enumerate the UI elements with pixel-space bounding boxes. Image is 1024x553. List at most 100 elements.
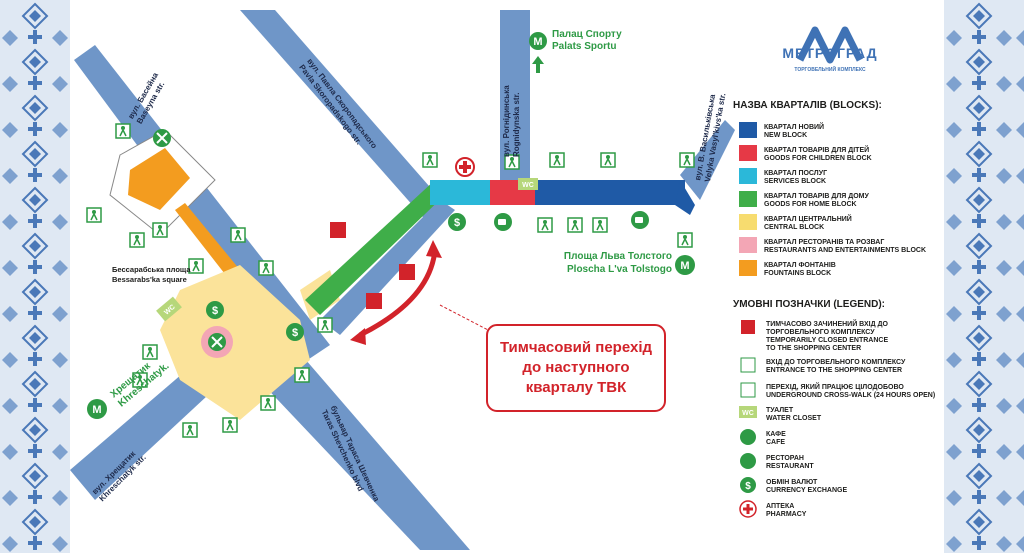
road-shevchenka [240, 330, 470, 550]
legend-item-text: UNDERGROUND CROSS-WALK (24 HOURS OPEN) [766, 392, 935, 399]
svg-text:$: $ [212, 305, 218, 317]
svg-text:WC: WC [742, 410, 754, 417]
entrance-icon [188, 258, 204, 274]
svg-text:$: $ [454, 217, 460, 229]
entrance-icon [152, 222, 168, 238]
wc-label-central: WC [156, 296, 182, 322]
fountains-block [109, 129, 240, 278]
road-rohnidynska [500, 10, 530, 190]
block-swatch [739, 122, 757, 138]
entrance-icon [600, 152, 616, 168]
svg-text:вул. Рогнідинська: вул. Рогнідинська [502, 85, 511, 157]
transition-arrow-head-bottom [350, 328, 366, 345]
entrances [86, 123, 695, 438]
road-khreshchatyk-diagonal [74, 45, 330, 365]
entrance-icon [142, 344, 158, 360]
street-rohnidynska: вул. Рогнідинська Rognidynska str. [502, 85, 521, 157]
entrance-icon [537, 217, 553, 233]
entrance-icon [260, 395, 276, 411]
bessarabska-square-label: Бессарабська площа Bessarabs'ka square [112, 265, 191, 284]
block-name-ua: КВАРТАЛ ТОВАРІВ ДЛЯ ДОМУ [764, 193, 870, 200]
entrance-icon [129, 232, 145, 248]
entrance-icon [679, 152, 695, 168]
callout-leader [439, 304, 489, 331]
svg-text:M: M [680, 260, 689, 272]
cafe-icon [740, 429, 756, 445]
legend-item-text: ENTRANCE TO THE SHOPPING CENTER [766, 367, 902, 374]
transition-callout: Тимчасовий перехід до наступного квартал… [486, 324, 666, 412]
new-block-end [675, 180, 695, 215]
lva-tolstoho-ua: Площа Льва Толстого [564, 251, 672, 262]
legend-item-text: ТОРГОВЕЛЬНОГО КОМПЛЕКСУ [766, 329, 875, 336]
legend-item-text: CURRENCY EXCHANGE [766, 487, 847, 494]
entrance-icon [677, 232, 693, 248]
legend-item: ТИМЧАСОВО ЗАЧИНЕНИЙ ВХІД ДОТОРГОВЕЛЬНОГО… [741, 319, 888, 352]
entrance-icon [222, 417, 238, 433]
restaurant-icon [208, 333, 226, 351]
legend-item-text: PHARMACY [766, 511, 807, 518]
closed-entrance-icon [741, 320, 755, 334]
block-name-ua: КВАРТАЛ НОВИЙ [764, 122, 824, 131]
entrance-icon [182, 422, 198, 438]
entrance-icon [504, 154, 520, 170]
currency-icon: $ [286, 323, 304, 341]
legend-item-text: ТУАЛЕТ [766, 407, 794, 414]
entrance-icon [132, 372, 148, 388]
legend-item-text: ВХІД ДО ТОРГОВЕЛЬНОГО КОМПЛЕКСУ [766, 359, 906, 366]
block-name-ua: КВАРТАЛ ЦЕНТРАЛЬНИЙ [764, 214, 852, 223]
legend-item-text: RESTAURANT [766, 463, 814, 470]
closed-entrance-icon [330, 222, 415, 309]
wc-label-top: WC [518, 178, 538, 190]
legend-item-text: РЕСТОРАН [766, 455, 804, 462]
legend-item-text: CAFE [766, 439, 785, 446]
central-block-area [160, 265, 310, 420]
road-skoropadskoho [240, 10, 450, 225]
transition-arrow [358, 249, 438, 338]
legend-item-text: TO THE SHOPPING CENTER [766, 345, 861, 352]
metro-palats-sportu: M Палац Спорту Palats Sportu [529, 29, 622, 73]
block-name-en: SERVICES BLOCK [764, 178, 826, 185]
block-name-ua: КВАРТАЛ ТОВАРІВ ДЛЯ ДІТЕЙ [764, 145, 869, 154]
cafe-icon [631, 211, 649, 229]
svg-text:вул. Павла Скоропадського: вул. Павла Скоропадського [305, 57, 379, 151]
road-connector [320, 200, 455, 335]
wc-icon: WC [739, 406, 757, 418]
svg-text:M: M [533, 36, 542, 48]
svg-text:M: M [92, 404, 101, 416]
legend-item-text: TEMPORARILY CLOSED ENTRANCE [766, 337, 888, 344]
road-vasylkivska [680, 120, 735, 200]
svg-text:$: $ [292, 327, 298, 339]
transition-arrow-head-top [426, 240, 442, 258]
block-swatch [739, 145, 757, 161]
fountains-passage [175, 203, 240, 278]
entrance-icon [115, 123, 131, 139]
metro-lva-tolstoho: M Площа Льва Толстого Ploscha L'va Tolst… [564, 251, 695, 275]
shopping-center-map: WC WC $ $ $ [70, 10, 935, 550]
palats-sportu-ua: Палац Спорту [552, 29, 622, 40]
block-name-en: RESTAURANTS AND ENTERTAINMENTS BLOCK [764, 247, 926, 254]
entrance-icon [592, 217, 608, 233]
legend-item-text: ТИМЧАСОВО ЗАЧИНЕНИЙ ВХІД ДО [766, 319, 888, 328]
block-swatch [739, 168, 757, 184]
block-name-ua: КВАРТАЛ ФОНТАНІВ [764, 262, 836, 269]
pharmacy-icon [739, 500, 757, 518]
street-skoropadskoho: вул. Павла Скоропадського Pavla Skoropad… [297, 57, 379, 151]
palats-sportu-en: Palats Sportu [552, 41, 616, 52]
block-name-en: GOODS FOR HOME BLOCK [764, 201, 857, 208]
logo-name: МЕТРОГРАД [782, 45, 877, 61]
pharmacy-icon [455, 157, 475, 177]
callout-line-2: до наступного [522, 359, 629, 376]
svg-text:WC: WC [522, 182, 534, 189]
entrance-icon [422, 152, 438, 168]
currency-icon: $ [448, 213, 466, 231]
block-swatch [739, 237, 757, 253]
entrance-icon [567, 217, 583, 233]
